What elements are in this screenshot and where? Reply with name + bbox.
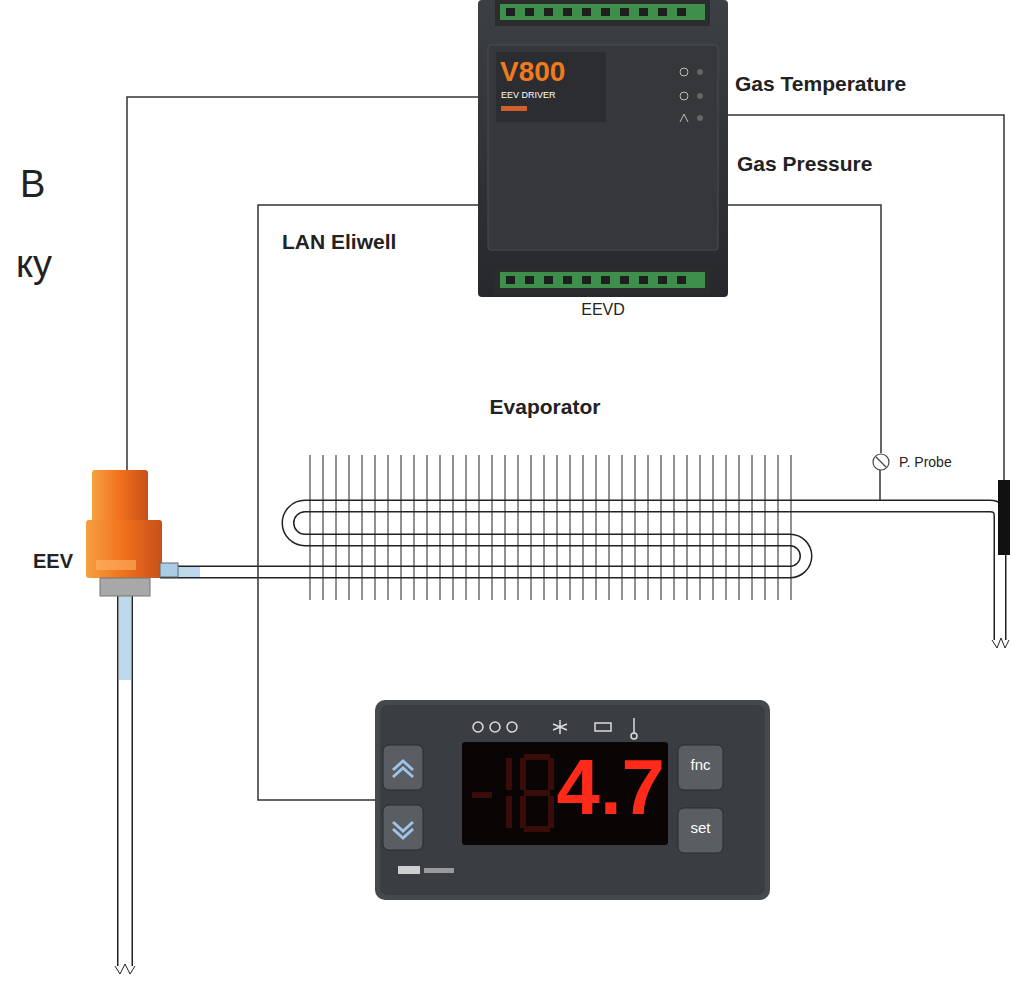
evaporator-coil (160, 506, 1009, 648)
device-caption: EEV DRIVER (501, 90, 556, 100)
probe-label: P. Probe (899, 454, 952, 470)
evaporator-label: Evaporator (290, 395, 800, 419)
button-label: set (678, 819, 723, 836)
signal-wire (127, 97, 478, 470)
wire-line (728, 205, 881, 453)
evaporator-box: Evaporator (290, 395, 800, 605)
valve-node: EEV (25, 470, 175, 605)
signal-wire (728, 205, 881, 453)
valve-label: EEV (33, 550, 73, 573)
controller-box: 4.7 fnc set (375, 700, 770, 900)
probe-node: P. Probe (871, 453, 1001, 473)
eev-valve (86, 470, 178, 974)
signal-wire (258, 205, 478, 800)
probe-symbol (872, 453, 892, 473)
wire-line (258, 205, 478, 800)
fragment-text: В (20, 163, 45, 207)
gas-temperature-wire (728, 115, 1004, 480)
model-name: V800 (500, 56, 565, 88)
controller-device (375, 700, 770, 900)
button-label: fnc (678, 756, 723, 773)
eev-driver-device (478, 0, 728, 297)
temperature-sensor (998, 480, 1010, 555)
driver-box: V800EEV DRIVER EEVD (478, 0, 728, 325)
device-label: EEVD (478, 301, 728, 319)
evaporator-fins (310, 455, 791, 600)
signal-label: Gas Pressure (735, 152, 874, 176)
fragment-text: ку (16, 243, 52, 287)
display-value: 4.7 (555, 748, 665, 826)
signal-label: LAN Eliwell (280, 230, 398, 254)
signal-label: Gas Temperature (735, 72, 906, 96)
wire-line (127, 97, 478, 470)
